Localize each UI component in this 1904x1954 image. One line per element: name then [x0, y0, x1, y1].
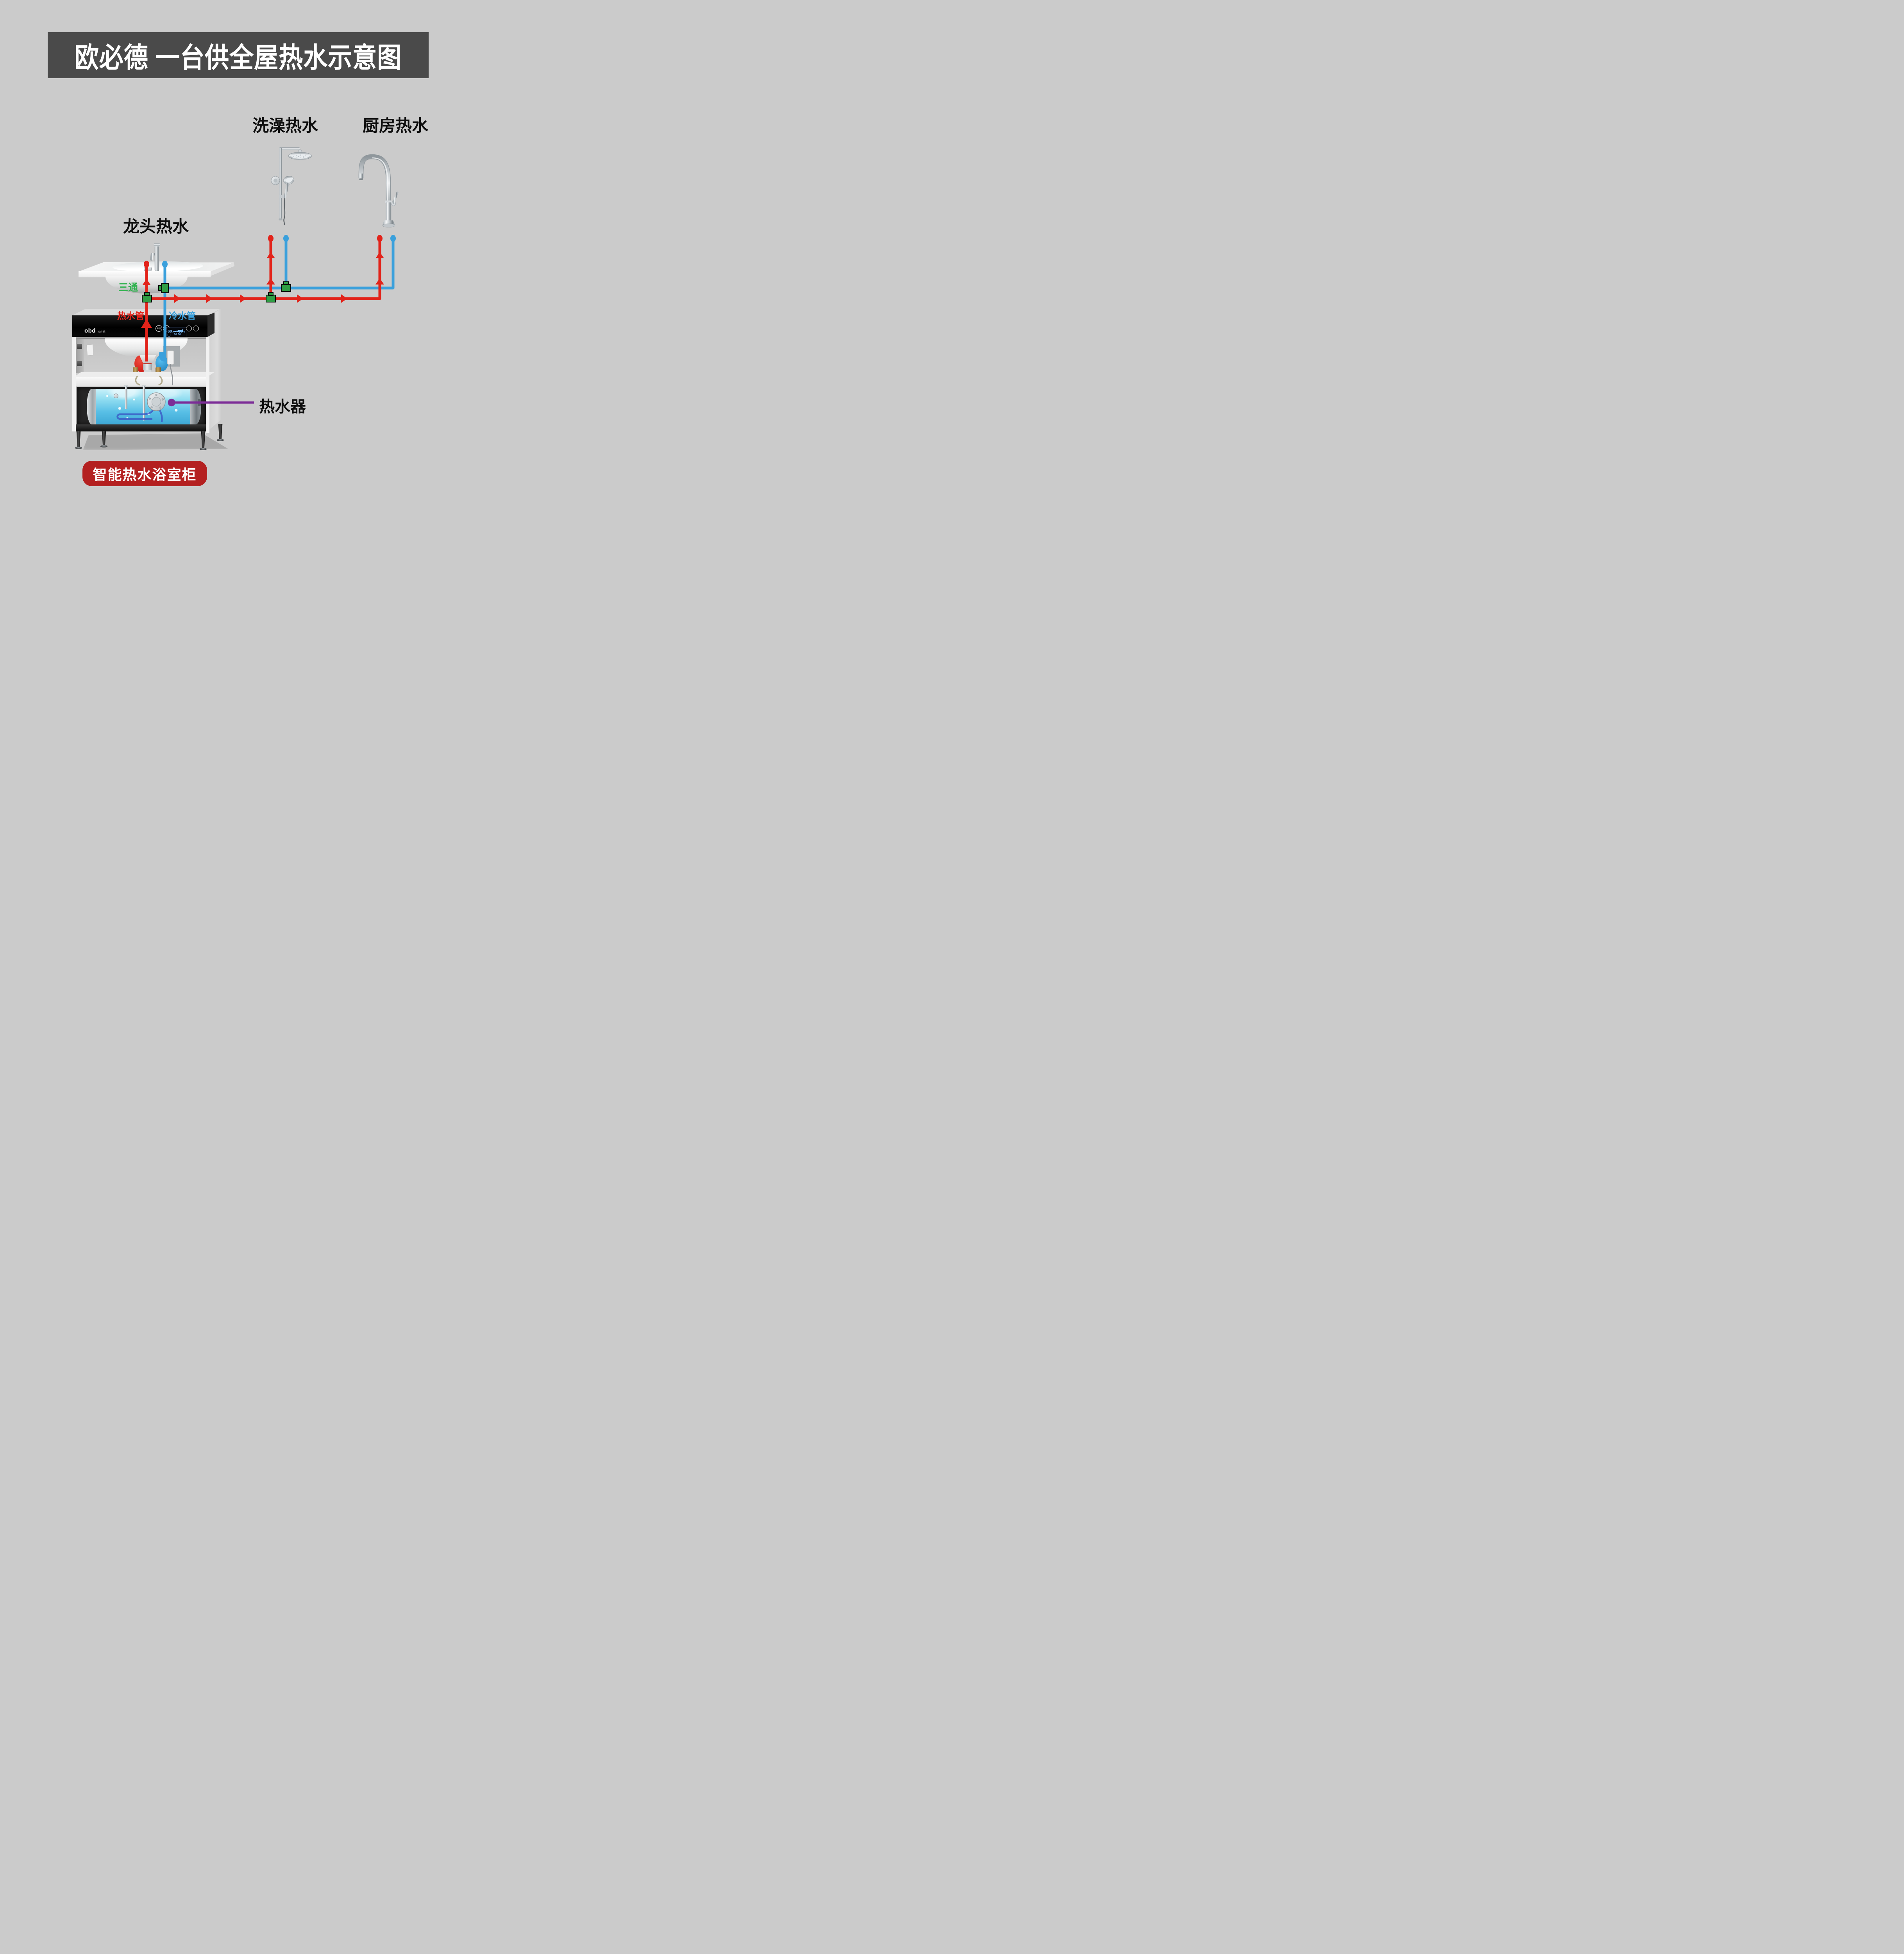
badge: 智能热水浴室柜 — [82, 461, 207, 486]
piping-overlay — [114, 147, 399, 422]
hot-outlet-dot — [377, 235, 383, 242]
cold-water-pipe — [163, 240, 395, 357]
tee-cold-shower — [281, 281, 291, 292]
lcd-time: 10:00 — [174, 333, 181, 336]
tank-flange — [116, 392, 166, 422]
tee-hot-shower — [266, 292, 276, 302]
badge-text: 智能热水浴室柜 — [93, 466, 197, 483]
diagram-stage: 欧必德 一台供全屋热水示意图 obd 欧必德 开/关 设 60 ℃ 50 ℃ 1… — [0, 0, 476, 518]
flow-arrows — [141, 252, 384, 328]
leg-foot — [75, 447, 82, 449]
brand-cn-text: 欧必德 — [97, 331, 106, 333]
leg-foot — [217, 439, 224, 441]
lcd-left-unit: ℃ — [172, 331, 174, 334]
label-cold-pipe: 冷水管 — [169, 311, 196, 321]
label-shower: 洗澡热水 — [252, 116, 318, 135]
title-banner: 欧必德 一台供全屋热水示意图 — [48, 32, 429, 78]
tank-dip-tubes — [114, 385, 146, 421]
tee-connectors — [142, 281, 291, 302]
label-kitchen: 厨房热水 — [363, 116, 429, 135]
cold-pipe-elbow — [159, 352, 166, 362]
brand-text: obd — [84, 327, 96, 334]
label-heater: 热水器 — [259, 398, 306, 415]
cabinet-leg — [102, 431, 106, 446]
hinge — [77, 361, 82, 366]
plus-button[interactable]: + — [186, 326, 192, 331]
minus-button[interactable]: − — [193, 326, 199, 331]
label-tee: 三通 — [118, 282, 138, 293]
hinge — [77, 344, 82, 349]
cabinet-leg — [76, 431, 81, 447]
label-hot-pipe: 热水管 — [117, 311, 144, 321]
hot-outlet-dot — [268, 235, 274, 242]
label-basin: 龙头热水 — [123, 217, 189, 236]
tee-cold-sink — [158, 283, 169, 293]
lcd-bars — [173, 329, 183, 332]
basin-faucet — [150, 243, 160, 271]
cold-outlet-dot — [390, 235, 396, 242]
lcd-left-temp: 60 — [168, 329, 172, 334]
kitchen-faucet — [358, 154, 399, 227]
cabinet-leg — [201, 431, 206, 449]
cabinet-leg — [218, 424, 223, 440]
hoses-and-cord — [135, 363, 173, 386]
shelf-front — [74, 377, 207, 387]
outlet-dots — [144, 235, 396, 268]
lcd-right-temp: 50 — [178, 329, 183, 334]
tee-hot-sink — [142, 292, 152, 302]
lcd-mode-icon — [168, 334, 170, 336]
hot-outlet-dot — [144, 261, 149, 268]
cabinet-left-edge — [72, 337, 76, 431]
cabinet-bottom-rail — [74, 424, 207, 431]
shower-fixture — [271, 147, 312, 225]
leg-foot — [200, 448, 207, 450]
cold-outlet-dot — [283, 235, 289, 242]
water-tank-right-cap — [190, 389, 201, 424]
hot-water-pipe — [145, 240, 381, 361]
heater-callout — [168, 399, 254, 406]
page-title: 欧必德 一台供全屋热水示意图 — [74, 42, 402, 74]
cold-outlet-dot — [162, 261, 168, 268]
control-panel-side — [207, 313, 215, 337]
shelf-top — [74, 372, 215, 377]
leg-foot — [100, 445, 107, 447]
power-button[interactable]: 开/关 — [156, 325, 162, 332]
panel-trim — [72, 337, 207, 339]
water-tank-left-cap — [87, 389, 97, 424]
cabinet-right-edge — [206, 337, 209, 433]
lcd-right-unit: ℃ — [182, 331, 185, 334]
drain-fitting — [143, 363, 152, 370]
brand-logo: obd 欧必德 — [84, 327, 106, 334]
